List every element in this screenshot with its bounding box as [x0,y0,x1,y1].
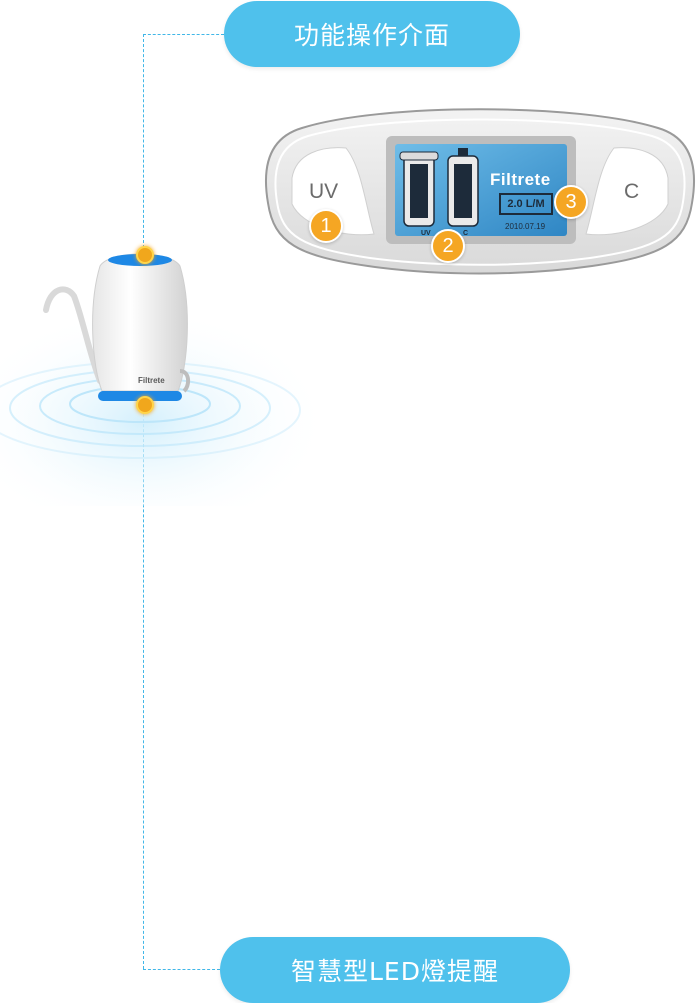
indicator-dot-bottom [136,396,154,414]
connector-line-bottom-horizontal [143,969,220,970]
number-badge-3: 3 [554,185,588,219]
number-badge-1-text: 1 [320,214,332,237]
callout-function-interface: 功能操作介面 [224,1,520,67]
lcd-date: 2010.07.19 [505,222,546,231]
panel-inner-rim [274,118,686,266]
uv-filter-icon [399,151,439,227]
side-hose [179,369,191,393]
callout-smart-led-reminder-label: 智慧型LED燈提醒 [291,957,499,986]
connector-line-top-vertical [143,34,144,248]
lcd-flow-rate: 2.0 L/M [499,193,553,215]
number-badge-2-text: 2 [442,234,454,257]
c-filter-icon [447,148,479,227]
indicator-dot-top [136,246,154,264]
lcd-flow-rate-value: 2.0 L/M [507,198,545,210]
callout-smart-led-reminder: 智慧型LED燈提醒 [220,937,570,1003]
lcd-c-tag: C [463,230,469,237]
c-button-shape [585,147,669,236]
lcd-uv-tag: UV [421,230,431,237]
c-button-label: C [624,180,640,203]
number-badge-3-text: 3 [565,190,577,213]
number-badge-2: 2 [431,229,465,263]
water-purifier-illustration [0,253,340,506]
faucet-spout [43,286,103,384]
connector-line-bottom-vertical [143,404,144,969]
callout-function-interface-label: 功能操作介面 [293,21,450,50]
device-brand-text: Filtrete [138,376,165,385]
connector-line-top-horizontal [143,34,224,35]
lcd-brand-text: Filtrete [490,170,551,189]
uv-button-label: UV [309,180,339,203]
purifier-body [92,253,188,392]
number-badge-1: 1 [309,209,343,243]
